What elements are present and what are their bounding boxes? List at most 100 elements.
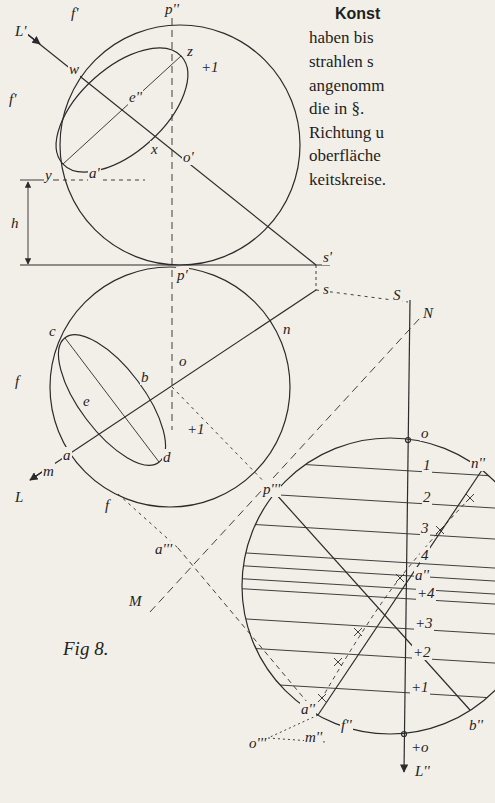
point-label: d: [162, 449, 172, 465]
ellipse-axis: [65, 338, 159, 462]
point-label: o: [178, 352, 188, 370]
point-label: p': [176, 267, 189, 283]
point-label: 3: [420, 519, 430, 537]
body-text: die in §.: [308, 99, 365, 118]
ground-line: [20, 264, 330, 265]
point-label: n'': [470, 454, 486, 472]
point-label: S: [392, 286, 402, 304]
tick-mark: [402, 732, 407, 737]
sphere-outline: [60, 25, 300, 265]
point-label: +3: [414, 614, 434, 632]
construction-line: [178, 548, 318, 715]
point-label: 4: [420, 547, 430, 563]
point-label: m: [42, 463, 55, 479]
body-text: oberfläche: [308, 146, 382, 165]
point-label: +o: [410, 738, 430, 756]
point-label: h: [10, 215, 20, 231]
projection-line: [172, 18, 173, 430]
point-label: n: [282, 320, 292, 338]
point-label: c: [48, 322, 57, 340]
point-label: x: [150, 141, 159, 157]
point-label: o': [182, 148, 195, 166]
point-label: 3: [420, 520, 430, 536]
text-fragment-line: haben bis: [308, 28, 375, 48]
point-label: f': [8, 90, 17, 108]
cross-marks: [318, 494, 474, 702]
point-label: a'': [414, 567, 430, 583]
ellipse-axis: [63, 56, 181, 164]
point-label: z: [186, 42, 194, 60]
point-label: e'': [128, 89, 143, 105]
body-text: strahlen s: [308, 52, 375, 71]
point-label: f': [8, 91, 17, 107]
point-label: L': [14, 22, 28, 40]
point-label: n: [282, 321, 292, 337]
point-label: 2: [422, 488, 432, 506]
point-label: N: [422, 305, 434, 321]
point-label: a: [62, 447, 72, 463]
point-label: o: [420, 425, 430, 441]
body-text: Richtung u: [308, 123, 385, 142]
point-label: a'': [414, 566, 430, 584]
point-label: N: [422, 304, 434, 322]
text-fragment-line: strahlen s: [308, 52, 375, 72]
point-label: b'': [468, 716, 484, 734]
point-label: p': [176, 266, 189, 284]
point-label: +3: [414, 615, 434, 631]
shadow-ellipse: [40, 318, 185, 481]
point-label: 2: [422, 489, 432, 505]
point-label: e'': [128, 88, 143, 106]
light-axis: [404, 300, 410, 772]
point-label: b: [140, 369, 150, 385]
point-label: +1: [186, 421, 206, 437]
point-label: h: [10, 214, 20, 232]
text-fragment-line: oberfläche: [308, 146, 382, 166]
point-label: w: [68, 60, 80, 78]
text-fragment-line: Konst: [334, 4, 381, 24]
point-label: M: [128, 593, 143, 609]
projection-line: [316, 265, 317, 290]
point-label: 4: [420, 546, 430, 564]
light-ray: [22, 30, 316, 265]
point-label: m: [42, 462, 55, 480]
point-label: p''': [262, 480, 281, 498]
point-label: o: [178, 353, 188, 369]
point-label: e: [82, 392, 91, 410]
point-label: b'': [468, 717, 484, 733]
point-label: s': [322, 248, 333, 266]
point-label: L': [14, 23, 28, 39]
point-label: f'': [340, 716, 353, 734]
point-label: S: [392, 287, 402, 303]
point-label: z: [186, 43, 194, 59]
shadow-ellipse: [34, 25, 209, 194]
point-label: e: [82, 393, 91, 409]
construction-line: [118, 494, 178, 548]
point-label: 1: [422, 456, 432, 474]
point-label: +o: [410, 739, 430, 755]
point-label: +4: [416, 585, 436, 601]
point-label: a''': [154, 540, 173, 558]
point-label: n'': [470, 455, 486, 471]
point-label: f': [70, 5, 79, 21]
point-label: a: [62, 446, 72, 464]
point-label: f: [104, 497, 110, 513]
point-label: p''': [262, 481, 281, 497]
point-label: w: [68, 61, 80, 77]
body-text: Konst: [334, 5, 381, 22]
text-fragment-line: die in §.: [308, 99, 365, 119]
shadow-curve: [322, 498, 470, 698]
point-label: d: [162, 448, 172, 466]
text-fragment-line: angenomm: [308, 76, 386, 96]
point-label: y: [44, 167, 53, 183]
tick-mark: [406, 438, 411, 443]
construction-line: [172, 387, 275, 493]
point-label: y: [44, 166, 53, 184]
point-label: L'': [414, 762, 431, 780]
point-label: +4: [416, 584, 436, 602]
point-label: c: [48, 323, 57, 339]
point-label: +1: [410, 678, 430, 696]
figure-caption: Fig 8.: [62, 638, 109, 659]
point-label: +1: [410, 679, 430, 695]
